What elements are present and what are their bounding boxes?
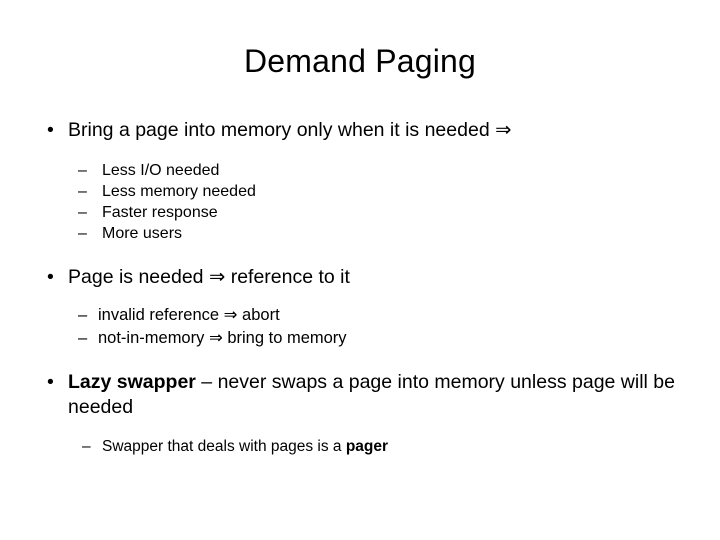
bullet-marker: – — [78, 306, 88, 324]
list-item-text: Page is needed ⇒ reference to it — [68, 266, 350, 288]
bullet-marker: – — [78, 329, 88, 347]
list-item: – Less memory needed — [30, 181, 700, 202]
list-item-text: Faster response — [102, 204, 218, 221]
bullet-marker: – — [78, 162, 87, 179]
list-item-text: Swapper that deals with pages is a — [102, 438, 346, 455]
bullet-marker: – — [82, 438, 91, 455]
bullet-marker: • — [47, 371, 54, 393]
list-item: – Swapper that deals with pages is a pag… — [30, 436, 700, 457]
list-item: – invalid reference ⇒ abort — [30, 304, 700, 327]
list-item-text: Less I/O needed — [102, 162, 220, 179]
list-item-text: invalid reference ⇒ abort — [98, 306, 280, 324]
list-item-text: not-in-memory ⇒ bring to memory — [98, 329, 347, 347]
list-item-text: Less memory needed — [102, 183, 256, 200]
list-item: • Page is needed ⇒ reference to it — [30, 265, 700, 290]
bullet-marker: • — [47, 266, 54, 288]
bullet-list: • Bring a page into memory only when it … — [30, 118, 700, 457]
bullet-marker: – — [78, 204, 87, 221]
list-item-text-bold: Lazy swapper — [68, 371, 196, 393]
list-item: – Less I/O needed — [30, 160, 700, 181]
bullet-marker: – — [78, 225, 87, 242]
slide-body: • Bring a page into memory only when it … — [30, 118, 700, 457]
list-item-text: Bring a page into memory only when it is… — [68, 119, 512, 141]
page-title: Demand Paging — [243, 43, 477, 79]
bullet-marker: • — [47, 119, 54, 141]
list-item: • Bring a page into memory only when it … — [30, 118, 700, 143]
list-item: – Faster response — [30, 202, 700, 223]
list-item: • Lazy swapper – never swaps a page into… — [30, 370, 700, 420]
list-item-text-bold: pager — [345, 438, 389, 455]
list-item-text: – never swaps a page into memory unless … — [68, 371, 675, 418]
list-item-text: More users — [102, 225, 183, 242]
bullet-marker: – — [78, 183, 87, 200]
list-item: – More users — [30, 223, 700, 244]
list-item: – not-in-memory ⇒ bring to memory — [30, 327, 700, 350]
